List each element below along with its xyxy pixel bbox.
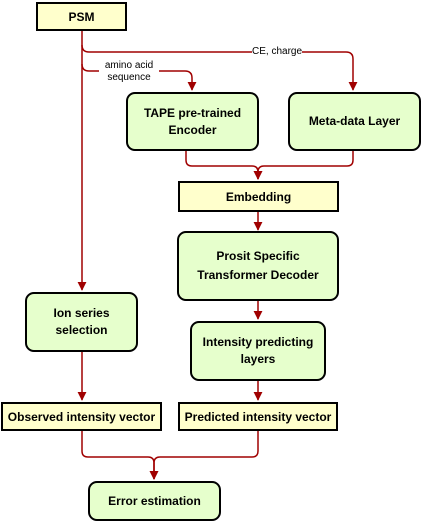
edge-observed-to-error <box>81 430 159 480</box>
node-predicted-vector: Predicted intensity vector <box>178 402 338 431</box>
node-psm: PSM <box>36 2 127 31</box>
node-metadata-layer: Meta-data Layer <box>288 92 421 151</box>
node-observed-vector: Observed intensity vector <box>1 402 162 431</box>
node-intensity-layers: Intensity predicting layers <box>190 321 326 381</box>
node-tape-encoder: TAPE pre-trained Encoder <box>126 92 259 151</box>
edge-predicted-to-error <box>149 430 259 480</box>
node-error-estimation: Error estimation <box>88 481 221 521</box>
node-decoder: Prosit Specific Transformer Decoder <box>177 231 339 301</box>
edge-label-amino-acid: amino acid sequence <box>99 60 159 84</box>
node-embedding: Embedding <box>178 181 339 212</box>
edge-metadata-to-embedding <box>253 150 354 180</box>
edge-label-ce-charge: CE, charge <box>252 46 303 58</box>
edge-psm-to-encoder <box>81 63 197 91</box>
edge-psm-to-metadata <box>81 44 358 91</box>
edge-encoder-to-embedding <box>185 150 263 180</box>
node-ion-series: Ion series selection <box>25 292 138 352</box>
